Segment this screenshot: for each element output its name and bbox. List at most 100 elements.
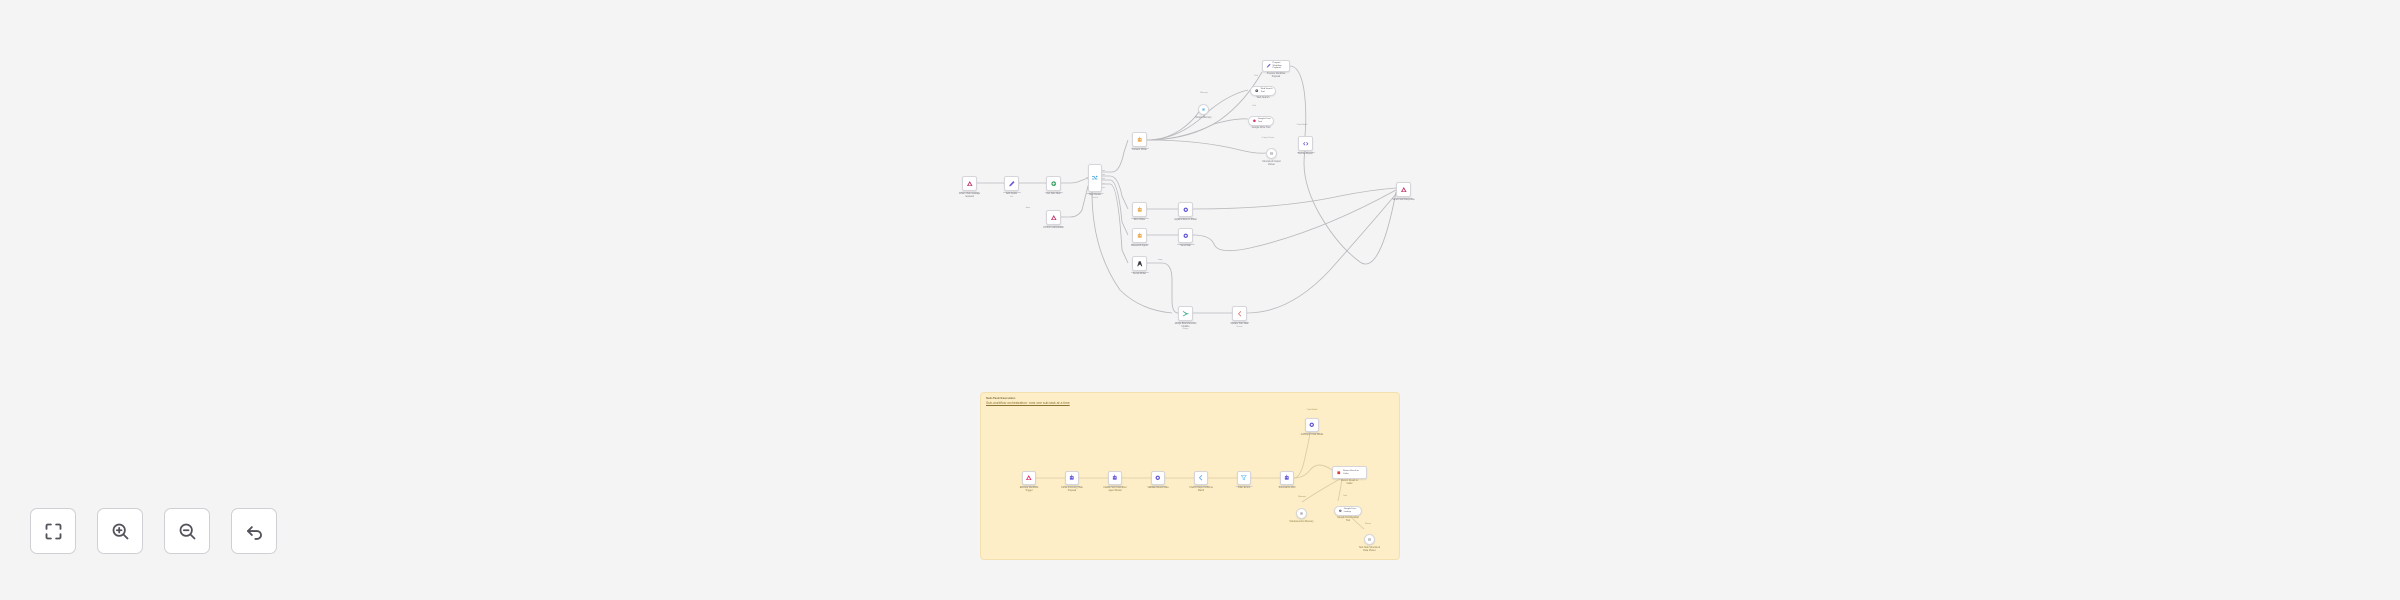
- output-handle[interactable]: [1102, 174, 1106, 175]
- node-shadow-bar: [1130, 271, 1149, 273]
- workflow-node[interactable]: Get Sub-Task: [1044, 176, 1063, 195]
- node-body[interactable]: [1198, 104, 1209, 115]
- node-body[interactable]: [1149, 471, 1167, 487]
- node-body[interactable]: [1192, 471, 1210, 487]
- chat-trigger-icon: [966, 180, 973, 186]
- workflow-node[interactable]: Social Writer: [1130, 256, 1149, 275]
- node-label: Filter Errors: [1237, 486, 1251, 489]
- node-label: When chat message received: [958, 192, 981, 198]
- memory-icon: [1202, 108, 1205, 111]
- node-body[interactable]: [1296, 508, 1307, 519]
- node-body[interactable]: [1044, 210, 1063, 227]
- node-body[interactable]: [1176, 306, 1195, 323]
- node-body[interactable]: Google Docs Lookup: [1334, 506, 1362, 516]
- node-body[interactable]: [1364, 534, 1375, 545]
- reset-button[interactable]: [231, 508, 277, 554]
- workflow-node[interactable]: Validate Result Data: [1147, 471, 1169, 489]
- node-label: Social Writer: [1132, 272, 1147, 275]
- node-body[interactable]: [1176, 202, 1195, 219]
- node-body[interactable]: [960, 176, 979, 193]
- zoom-out-button[interactable]: [164, 508, 210, 554]
- zoom-in-button[interactable]: [97, 508, 143, 554]
- node-shadow-bar: [1394, 197, 1413, 199]
- node-body[interactable]: Return Result to Caller: [1332, 466, 1367, 479]
- workflow-node[interactable]: SEO Writer: [1130, 202, 1149, 221]
- node-body[interactable]: [1303, 418, 1321, 434]
- workflow-node[interactable]: Parse Incoming Task Payload: [1061, 471, 1083, 492]
- workflow-node[interactable]: Claude Sub-Task Exec Agent Model: [1103, 471, 1127, 492]
- workflow-node[interactable]: Filter Errors: [1235, 471, 1253, 489]
- edge-label: Memory: [1298, 495, 1306, 498]
- node-body[interactable]: [1002, 176, 1021, 193]
- node-inline-label: Google Docs Lookup: [1343, 508, 1357, 513]
- workflow-node[interactable]: Content Writer: [1130, 132, 1149, 151]
- workflow-node[interactable]: Structured Output Parser: [1262, 148, 1281, 166]
- node-body[interactable]: [1130, 256, 1149, 273]
- undo-arrow-icon: [246, 525, 262, 540]
- node-body[interactable]: [1106, 471, 1124, 487]
- node-body[interactable]: [1130, 132, 1149, 149]
- node-body[interactable]: [1235, 471, 1253, 487]
- workflow-node[interactable]: Format Report: [1296, 136, 1315, 155]
- node-shadow-bar: [1002, 191, 1021, 193]
- workflow-node[interactable]: When chat message received: [959, 176, 980, 198]
- node-label: Format Report: [1297, 152, 1313, 155]
- node-body[interactable]: Google Drive Tool: [1248, 116, 1274, 126]
- node-body[interactable]: [1230, 306, 1249, 323]
- node-body[interactable]: Web Search Tool: [1250, 86, 1276, 96]
- node-body[interactable]: [1130, 202, 1149, 219]
- output-handle[interactable]: [1102, 170, 1106, 171]
- fit-view-button[interactable]: [30, 508, 76, 554]
- node-body[interactable]: [1278, 471, 1296, 487]
- node-body[interactable]: [1266, 148, 1277, 159]
- workflow-node[interactable]: Sub-Task Structured Data Parser: [1359, 534, 1380, 552]
- tool-icon: [1338, 509, 1341, 513]
- node-body[interactable]: [1296, 136, 1315, 153]
- workflow-node[interactable]: Anthropic Chat Model: [1301, 418, 1323, 436]
- form-trigger-icon: [1050, 214, 1057, 220]
- node-inline-label: Prepare Workflow Payload: [1272, 61, 1282, 70]
- workflow-node[interactable]: Send Final Response: [1392, 182, 1415, 201]
- workflow-node[interactable]: Check Output Schema Match: [1189, 471, 1213, 492]
- output-handle[interactable]: [1102, 186, 1106, 188]
- node-body[interactable]: [1044, 176, 1063, 193]
- anthropic-icon: [1137, 261, 1142, 266]
- node-body[interactable]: [1130, 228, 1149, 245]
- parser-icon: [1269, 151, 1274, 156]
- node-inline-label: Return Result to Caller: [1343, 469, 1359, 475]
- workflow-node[interactable]: Summarize Run: [1278, 471, 1296, 489]
- node-body[interactable]: [1020, 471, 1038, 487]
- output-handle[interactable]: [1102, 182, 1106, 184]
- node-shadow-bar: [1044, 191, 1063, 193]
- node-body[interactable]: [1394, 182, 1413, 199]
- workflow-node[interactable]: Sub-Execution Memory: [1289, 508, 1314, 523]
- node-body[interactable]: Prepare Workflow Payload: [1262, 60, 1290, 72]
- group-title: Sub-Task Execution: [986, 396, 1016, 400]
- workflow-node[interactable]: Append Row in Sheet: [1174, 202, 1197, 221]
- node-body[interactable]: [1086, 164, 1104, 194]
- workflow-node[interactable]: On form submission: [1043, 210, 1064, 229]
- workflow-node[interactable]: Execute Workflow Trigger: [1020, 471, 1038, 492]
- output-handle[interactable]: [1102, 178, 1106, 179]
- node-label: Edit Fields: [1006, 192, 1017, 195]
- workflow-node[interactable]: Research Agent: [1130, 228, 1149, 247]
- node-body[interactable]: [1063, 471, 1081, 487]
- edge-label: Tool: [1252, 104, 1256, 107]
- workflow-node[interactable]: Simple Memory: [1195, 104, 1212, 119]
- node-body[interactable]: [1176, 228, 1195, 245]
- input-handle[interactable]: [1085, 177, 1088, 178]
- agent-icon: [1137, 206, 1142, 212]
- workflow-node[interactable]: Send Mail: [1176, 228, 1195, 247]
- canvas-toolbar[interactable]: [30, 508, 277, 554]
- node-sublabel: Sheets: [1236, 325, 1243, 328]
